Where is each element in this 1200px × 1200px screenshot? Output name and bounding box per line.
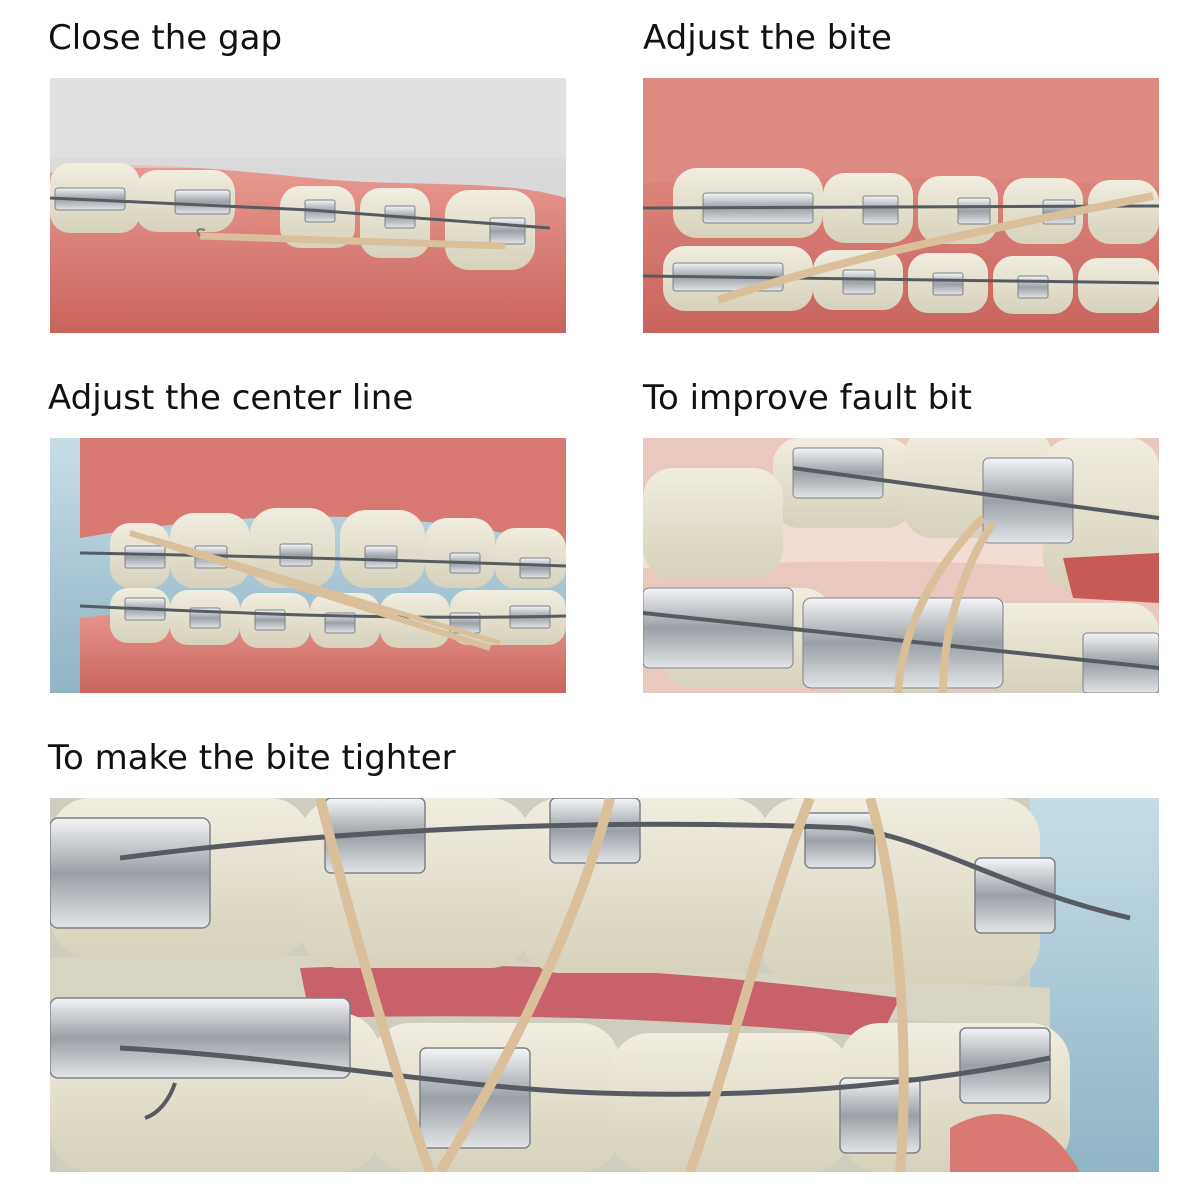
image-adjust-the-bite	[643, 78, 1159, 333]
image-to-make-the-bite-tighter	[50, 798, 1159, 1172]
caption-to-make-the-bite-tighter: To make the bite tighter	[48, 738, 456, 778]
caption-close-the-gap: Close the gap	[48, 18, 283, 58]
caption-adjust-the-bite: Adjust the bite	[643, 18, 892, 58]
image-close-the-gap	[50, 78, 566, 333]
caption-adjust-the-center-line: Adjust the center line	[48, 378, 414, 418]
image-to-improve-fault-bit	[643, 438, 1159, 693]
caption-to-improve-fault-bit: To improve fault bit	[643, 378, 972, 418]
image-adjust-the-center-line	[50, 438, 566, 693]
